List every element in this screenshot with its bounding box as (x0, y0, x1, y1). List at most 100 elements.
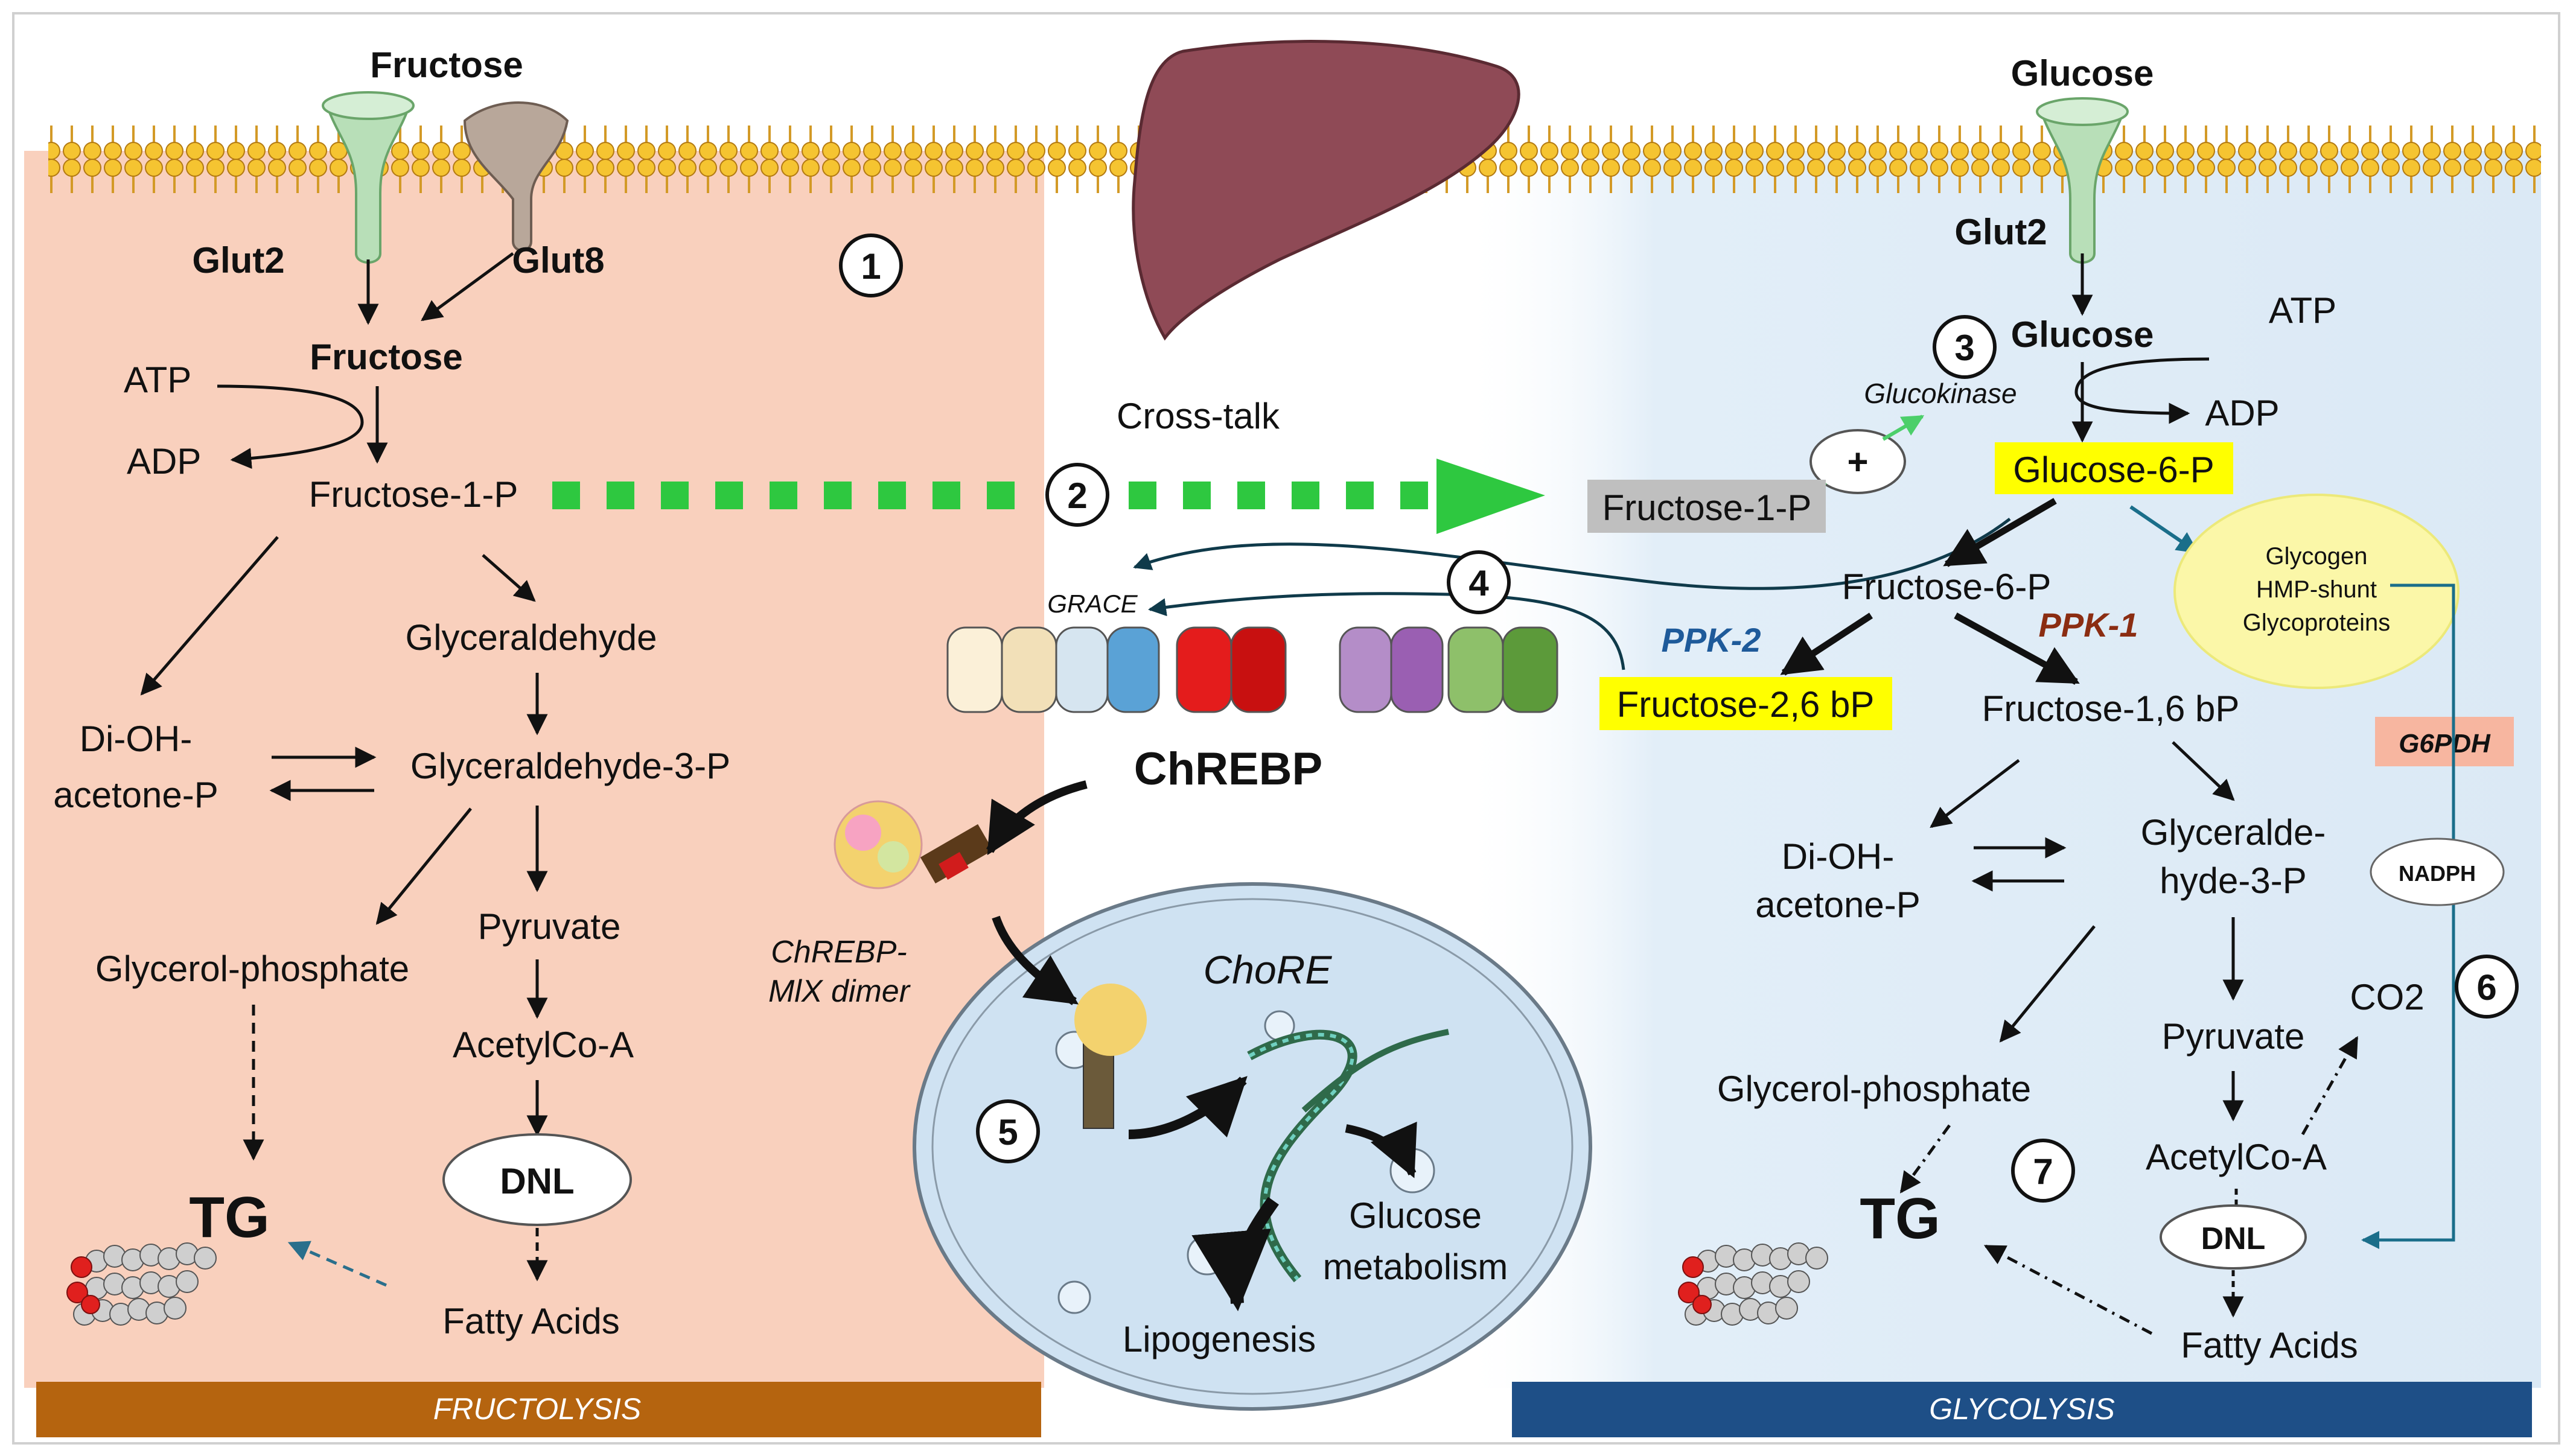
badge-7: 7 (2011, 1139, 2075, 1203)
plus-regulator: + (1809, 429, 1906, 494)
crosstalk-label: Cross-talk (1117, 396, 1280, 436)
right-glucose: Glucose (2011, 314, 2154, 355)
dimer-label-line2: MlX dimer (768, 974, 911, 1009)
arrow-f16bp-to-gald (2172, 741, 2235, 801)
badge-1: 1 (839, 234, 903, 297)
left-fructose-1-p: Fructose-1-P (309, 474, 518, 515)
left-glycerol-phosphate: Glycerol-phosphate (95, 949, 409, 989)
right-dnl: DNL (2201, 1221, 2266, 1256)
ppk2-label: PPK-2 (1662, 621, 1761, 659)
glycogen-line2: HMP-shunt (2256, 576, 2377, 603)
chrebp-label: ChREBP (1134, 743, 1322, 795)
left-dnl-oval (442, 1133, 632, 1226)
right-gald-line2: hyde-3-P (2160, 860, 2306, 901)
badge-5: 5 (976, 1099, 1040, 1163)
right-co2: CO2 (2350, 977, 2424, 1017)
right-fructose-6-p: Fructose-6-P (1842, 567, 2052, 607)
right-glucose-6-p: Glucose-6-P (2013, 450, 2214, 490)
arrow-g6p-to-glycogen (2129, 505, 2199, 554)
nadph-label: NADPH (2399, 861, 2476, 886)
glucose-metabolism-line1: Glucose (1349, 1195, 1482, 1236)
arrow-f26bp-to-grace (1148, 592, 1625, 670)
arrow-atp-adp-right (2074, 357, 2210, 424)
arrow-f1p-to-dhap (140, 536, 279, 696)
arrow-chrebp-to-dimer (986, 780, 1088, 856)
right-f26bp-bg (1599, 677, 1892, 730)
arrow-acetylcoa-to-co2 (2301, 1035, 2359, 1136)
glut2-left-transporter-icon (322, 91, 415, 264)
left-dnl: DNL (500, 1161, 574, 1201)
right-fructose-2-6-bp: Fructose-2,6 bP (1617, 684, 1875, 725)
arrow-glut8-to-fructose (421, 252, 514, 322)
liver-icon (1132, 40, 1520, 341)
arrow-gald-to-glycerolp (1999, 925, 2096, 1043)
left-tg: TG (189, 1185, 269, 1250)
grace-label: GRACE (1047, 590, 1138, 618)
arrow-f16bp-to-dhap (1930, 759, 2020, 828)
arrow-to-lipogenesis (1191, 1197, 1279, 1312)
arrow-f1p-to-glyceraldehyde (482, 554, 536, 602)
svg-text:+: + (1847, 442, 1868, 482)
badge-4: 4 (1447, 550, 1511, 614)
chore-label: ChoRE (1204, 947, 1333, 992)
glycogen-line1: Glycogen (2266, 543, 2368, 570)
right-fructose-1-p: Fructose-1-P (1602, 488, 1812, 528)
glut8-transporter-icon (463, 101, 569, 252)
right-pyruvate: Pyruvate (2162, 1016, 2305, 1057)
fructolysis-footer-label: FRUCTOLYSIS (433, 1392, 642, 1426)
glut8-label: Glut8 (512, 240, 604, 281)
svg-text:3: 3 (1954, 328, 1974, 368)
left-acetylcoa: AcetylCo-A (453, 1025, 634, 1065)
right-atp: ATP (2269, 290, 2336, 331)
glycogen-bubble (2173, 494, 2460, 689)
left-fatty-acids: Fatty Acids (442, 1301, 619, 1341)
glut2-right-transporter-icon (2036, 97, 2129, 264)
glycolysis-footer-label: GLYCOLYSIS (1929, 1392, 2115, 1426)
badge-2: 2 (1045, 463, 1109, 527)
right-dnl-oval (2160, 1204, 2307, 1270)
glycolysis-footer-bar (1512, 1382, 2532, 1437)
membrane-glucose-label: Glucose (2011, 53, 2154, 94)
arrow-g3p-to-glycerolp (375, 807, 472, 925)
badge-3: 3 (1933, 315, 1997, 379)
arrow-f6p-to-f16bp (1954, 612, 2080, 685)
arrow-glycerolp-to-tg-right (1899, 1124, 1951, 1194)
arrow-to-glucose-metabolism (1345, 1121, 1417, 1178)
glucose-metabolism-line2: metabolism (1323, 1247, 1508, 1287)
arrow-atp-adp-left (217, 384, 364, 469)
glycogen-line3: Glycoproteins (2243, 609, 2391, 636)
crosstalk-dashed-arrow (552, 459, 1545, 534)
g6pdh-box (2375, 717, 2514, 766)
triglyceride-molecule-icon (66, 1242, 217, 1326)
left-glyceraldehyde-3-p: Glyceraldehyde-3-P (410, 746, 730, 786)
left-dhap-line1: Di-OH- (80, 719, 193, 759)
right-dhap-line1: Di-OH- (1782, 836, 1895, 877)
fructolysis-footer-bar (36, 1382, 1041, 1437)
left-adp: ADP (127, 441, 201, 482)
left-dhap-line2: acetone-P (53, 775, 218, 815)
svg-text:7: 7 (2033, 1151, 2053, 1192)
arrow-g6p-to-f6p (1943, 498, 2057, 567)
nadph-oval (2370, 838, 2505, 906)
badge-6: 6 (2455, 955, 2519, 1019)
g6pdh-label: G6PDH (2399, 729, 2491, 758)
membrane-fructose-label: Fructose (370, 45, 523, 85)
arrow-fa-to-tg-right (1983, 1244, 2153, 1335)
left-fructose: Fructose (310, 337, 462, 377)
right-dhap-line2: acetone-P (1755, 885, 1921, 925)
triglyceride-molecule-right-icon (1678, 1242, 1828, 1326)
svg-text:2: 2 (1067, 475, 1087, 516)
right-glycerol-phosphate: Glycerol-phosphate (1717, 1069, 2031, 1109)
left-glyceraldehyde: Glyceraldehyde (406, 617, 657, 658)
arrow-f6p-to-f26bp (1780, 612, 1873, 676)
right-fructose-1-p-bg (1587, 480, 1826, 533)
right-fatty-acids: Fatty Acids (2181, 1325, 2358, 1365)
chrebp-mlx-dimer-icon (834, 800, 993, 889)
pentose-line-to-dnl (2361, 583, 2455, 1249)
dimer-label-line1: ChREBP- (771, 935, 907, 970)
arrow-dimer-into-nucleus (992, 915, 1079, 1005)
glucokinase-label: Glucokinase (1864, 378, 2017, 409)
svg-text:5: 5 (998, 1112, 1018, 1152)
right-acetylcoa: AcetylCo-A (2146, 1137, 2327, 1177)
